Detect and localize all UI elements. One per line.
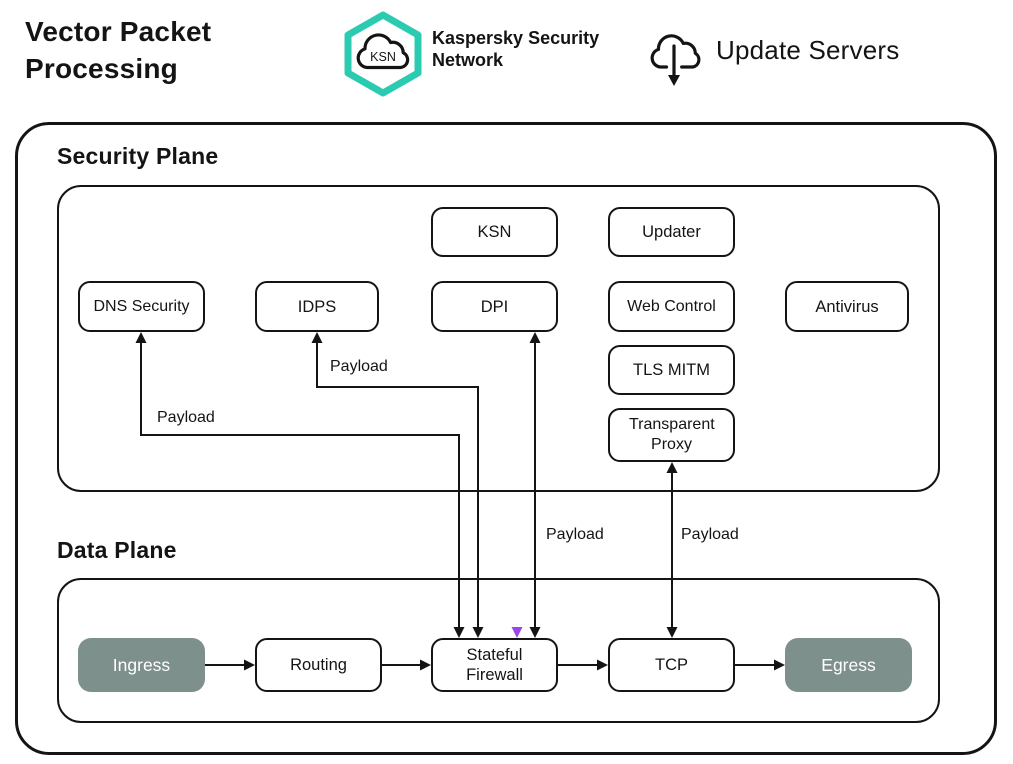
- security-plane-frame: [57, 185, 940, 492]
- data-plane-frame: [57, 578, 940, 723]
- node-updater: Updater: [608, 207, 735, 257]
- payload-label-proxy: Payload: [681, 526, 739, 543]
- payload-label-idps: Payload: [330, 358, 388, 375]
- ksn-icon-text: KSN: [370, 50, 396, 64]
- node-ingress: Ingress: [78, 638, 205, 692]
- page-title: Vector Packet Processing: [25, 16, 212, 84]
- node-stateful-firewall: Stateful Firewall: [431, 638, 558, 692]
- data-plane-title: Data Plane: [57, 537, 177, 563]
- node-dpi: DPI: [431, 281, 558, 332]
- node-web-control: Web Control: [608, 281, 735, 332]
- node-routing: Routing: [255, 638, 382, 692]
- node-tls-mitm: TLS MITM: [608, 345, 735, 395]
- ksn-network-label: Kaspersky Security Network: [432, 28, 600, 70]
- payload-label-dpi: Payload: [546, 526, 604, 543]
- cloud-download-icon: [641, 20, 707, 97]
- node-antivirus: Antivirus: [785, 281, 909, 332]
- ksn-hexagon-icon: KSN: [342, 10, 424, 103]
- node-transparent-proxy: Transparent Proxy: [608, 408, 735, 462]
- security-plane-title: Security Plane: [57, 143, 219, 169]
- node-dns-security: DNS Security: [78, 281, 205, 332]
- vpp-outer-frame: [15, 122, 997, 755]
- node-idps: IDPS: [255, 281, 379, 332]
- payload-label-dns: Payload: [157, 409, 215, 426]
- node-ksn: KSN: [431, 207, 558, 257]
- node-tcp: TCP: [608, 638, 735, 692]
- update-servers-label: Update Servers: [716, 35, 900, 65]
- node-egress: Egress: [785, 638, 912, 692]
